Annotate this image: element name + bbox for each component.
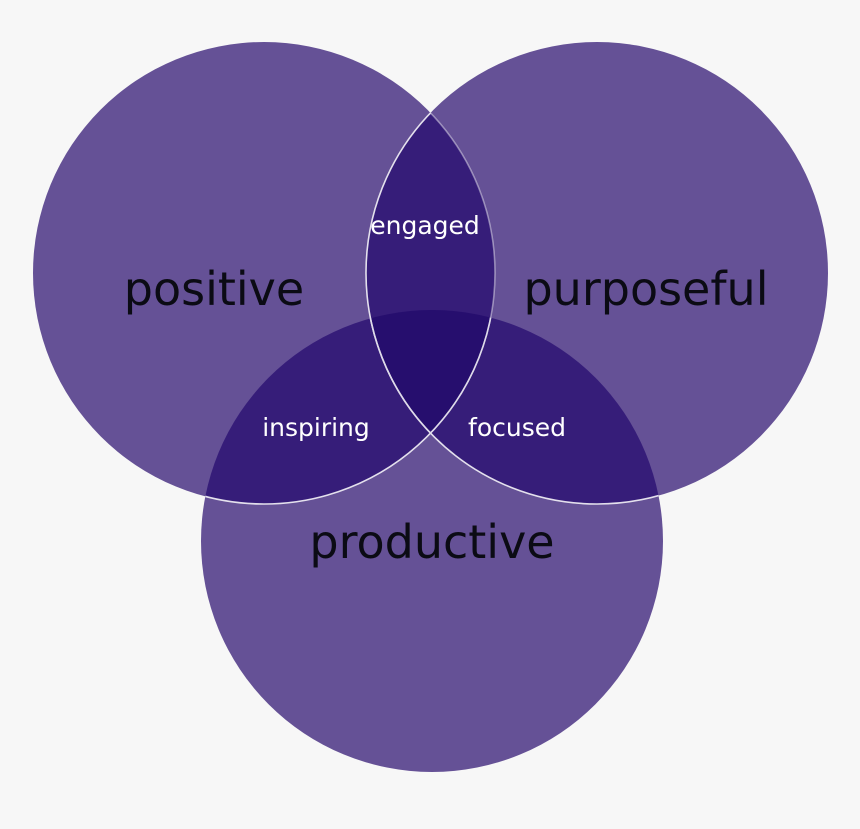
outline-positive-arc (366, 42, 496, 504)
overlap-inspiring (201, 310, 495, 504)
overlap-focused (366, 310, 663, 504)
label-positive: positive (124, 262, 304, 316)
outline-purposeful-bottom-arc (365, 310, 663, 505)
label-purposeful: purposeful (523, 262, 768, 316)
label-engaged: engaged (370, 211, 480, 240)
label-focused: focused (468, 413, 566, 442)
outline-positive-bottom-arc (201, 310, 496, 505)
label-inspiring: inspiring (262, 413, 370, 442)
outline-purposeful-arc (365, 42, 495, 504)
label-productive: productive (309, 515, 554, 569)
